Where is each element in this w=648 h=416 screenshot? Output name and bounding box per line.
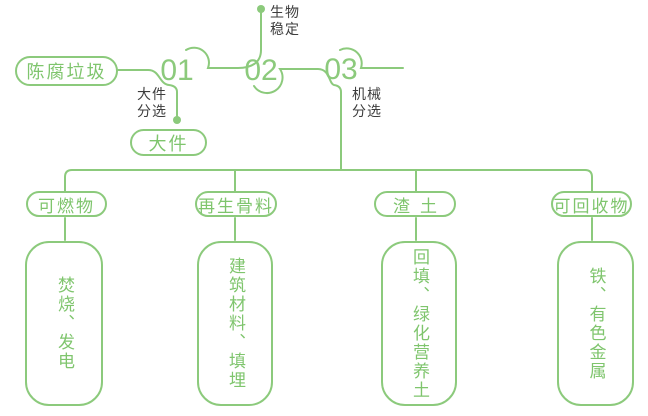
stage-label-bulky-sorting: 大件 分选 (137, 86, 167, 119)
box-recyclables-detail-text: 铁、有色金属 (586, 266, 606, 381)
box-recycled-aggregate-detail: 建筑材料、填埋 (197, 241, 273, 406)
branch-rail (64, 169, 593, 193)
stage-number-03: 03 (324, 53, 358, 86)
node-slag-soil-label: 渣土 (393, 196, 447, 216)
bulky-sorting-dot-icon (173, 116, 181, 124)
node-bulky-items-label: 大件 (148, 133, 189, 154)
flow-line-01-to-02 (185, 12, 262, 69)
box-combustibles-detail-text: 焚烧、发电 (55, 276, 74, 371)
node-bulky-items: 大件 (130, 129, 207, 156)
flow-line-02-to-03 (253, 68, 342, 171)
box-combustibles-detail: 焚烧、发电 (25, 241, 103, 406)
stage-number-01: 01 (160, 54, 194, 87)
node-aged-waste-label: 陈腐垃圾 (26, 62, 107, 82)
box-slag-soil-detail: 回填、绿化营养土 (381, 241, 457, 406)
stage-label-mechanical-sorting: 机械 分选 (352, 86, 382, 119)
node-recycled-aggregate-label: 再生骨料 (198, 196, 274, 216)
box-recycled-aggregate-detail-text: 建筑材料、填埋 (226, 257, 245, 390)
node-slag-soil: 渣土 (374, 191, 456, 217)
node-recycled-aggregate: 再生骨料 (195, 191, 277, 217)
stage-number-02: 02 (244, 54, 278, 87)
node-recyclables-label: 可回收物 (553, 196, 630, 216)
flow-line-root-to-01 (117, 69, 178, 117)
box-recyclables-detail: 铁、有色金属 (557, 241, 634, 406)
bio-stabilization-dot-icon (257, 5, 265, 13)
node-recyclables: 可回收物 (551, 191, 632, 217)
stage-label-bio-stabilization: 生物 稳定 (270, 4, 300, 37)
node-combustibles: 可燃物 (26, 191, 107, 217)
node-aged-waste: 陈腐垃圾 (15, 56, 118, 86)
box-slag-soil-detail-text: 回填、绿化营养土 (410, 247, 429, 400)
node-combustibles-label: 可燃物 (38, 196, 95, 216)
flow-line-03-stub (339, 47, 404, 69)
